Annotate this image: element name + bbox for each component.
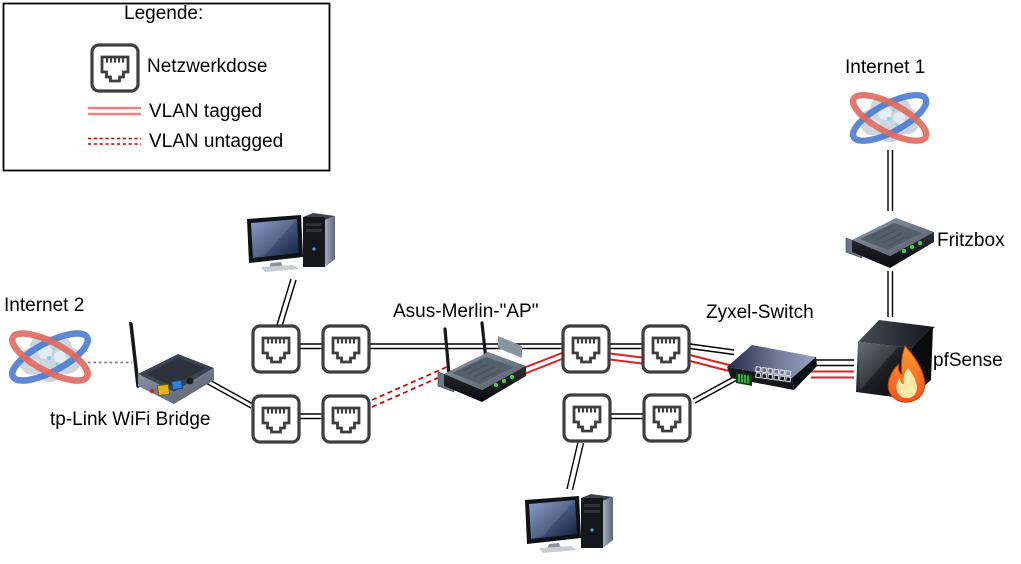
cable-socket1-socket2 (300, 343, 322, 350)
cable-zyxel-pfsense (811, 359, 854, 367)
cable-socket8-zyxel (692, 374, 740, 404)
network-socket-4 (321, 394, 371, 444)
asus-ap-label: Asus-Merlin-"AP" (393, 301, 539, 322)
network-socket-6 (641, 324, 691, 374)
zyxel-switch-label: Zyxel-Switch (706, 302, 814, 323)
legend-network-socket-icon (90, 43, 140, 93)
cable-socket7-socket8 (611, 413, 643, 420)
network-socket-3 (251, 394, 301, 444)
cable-socket2-asus-socket5-socket6 (370, 343, 692, 350)
pfsense-label: pfSense (933, 350, 1003, 371)
computer-top-icon (247, 213, 335, 272)
legend-vlan-untagged-sample (88, 137, 141, 145)
pfsense-icon (856, 320, 935, 403)
network-socket-5 (561, 324, 611, 374)
cable-internet1-fritzbox (887, 150, 894, 211)
vlan-tagged-socket6-zyxel (689, 354, 734, 373)
firewall-flame-icon (887, 345, 926, 403)
network-socket-8 (642, 393, 692, 443)
legend-box (2, 2, 331, 172)
legend-item-vlan-untagged-label: VLAN untagged (149, 131, 284, 152)
cable-computer-top-socket1 (276, 278, 297, 327)
legend-item-netzwerkdose-label: Netzwerkdose (147, 56, 268, 77)
internet-1-globe-icon (847, 86, 932, 149)
legend-vlan-tagged-sample (88, 106, 141, 116)
cable-socket6-zyxel (689, 343, 735, 356)
internet-2-globe-icon (6, 324, 94, 389)
cable-fritzbox-pfsense (887, 271, 894, 317)
computer-bottom-icon (525, 494, 613, 553)
zyxel-switch-icon (727, 345, 817, 390)
tplink-bridge-label: tp-Link WiFi Bridge (50, 409, 211, 430)
cable-socket7-computer-bottom (566, 441, 585, 491)
tplink-usb-port (170, 379, 184, 391)
legend-item-vlan-tagged-label: VLAN tagged (149, 101, 263, 122)
fritzbox-label: Fritzbox (937, 230, 1005, 251)
network-socket-2 (321, 324, 371, 374)
tplink-bridge-icon (129, 321, 214, 404)
vlan-tagged-zyxel-pfsense (811, 370, 854, 379)
fritzbox-icon (845, 217, 935, 269)
switch-ports (755, 366, 792, 383)
legend-title: Legende: (124, 3, 204, 24)
cable-tplink-socket3 (205, 378, 254, 409)
vlan-untagged-socket4-asus (371, 365, 450, 408)
vlan-tagged-socket5-socket6 (609, 352, 643, 365)
network-socket-7 (562, 393, 612, 443)
cable-socket3-socket4 (300, 413, 322, 420)
internet-1-label: Internet 1 (845, 57, 926, 78)
tplink-ethernet-port (156, 383, 171, 397)
network-socket-1 (251, 324, 301, 374)
asus-ap-icon (437, 321, 527, 403)
tplink-led (149, 388, 155, 394)
internet-2-label: Internet 2 (4, 295, 85, 316)
